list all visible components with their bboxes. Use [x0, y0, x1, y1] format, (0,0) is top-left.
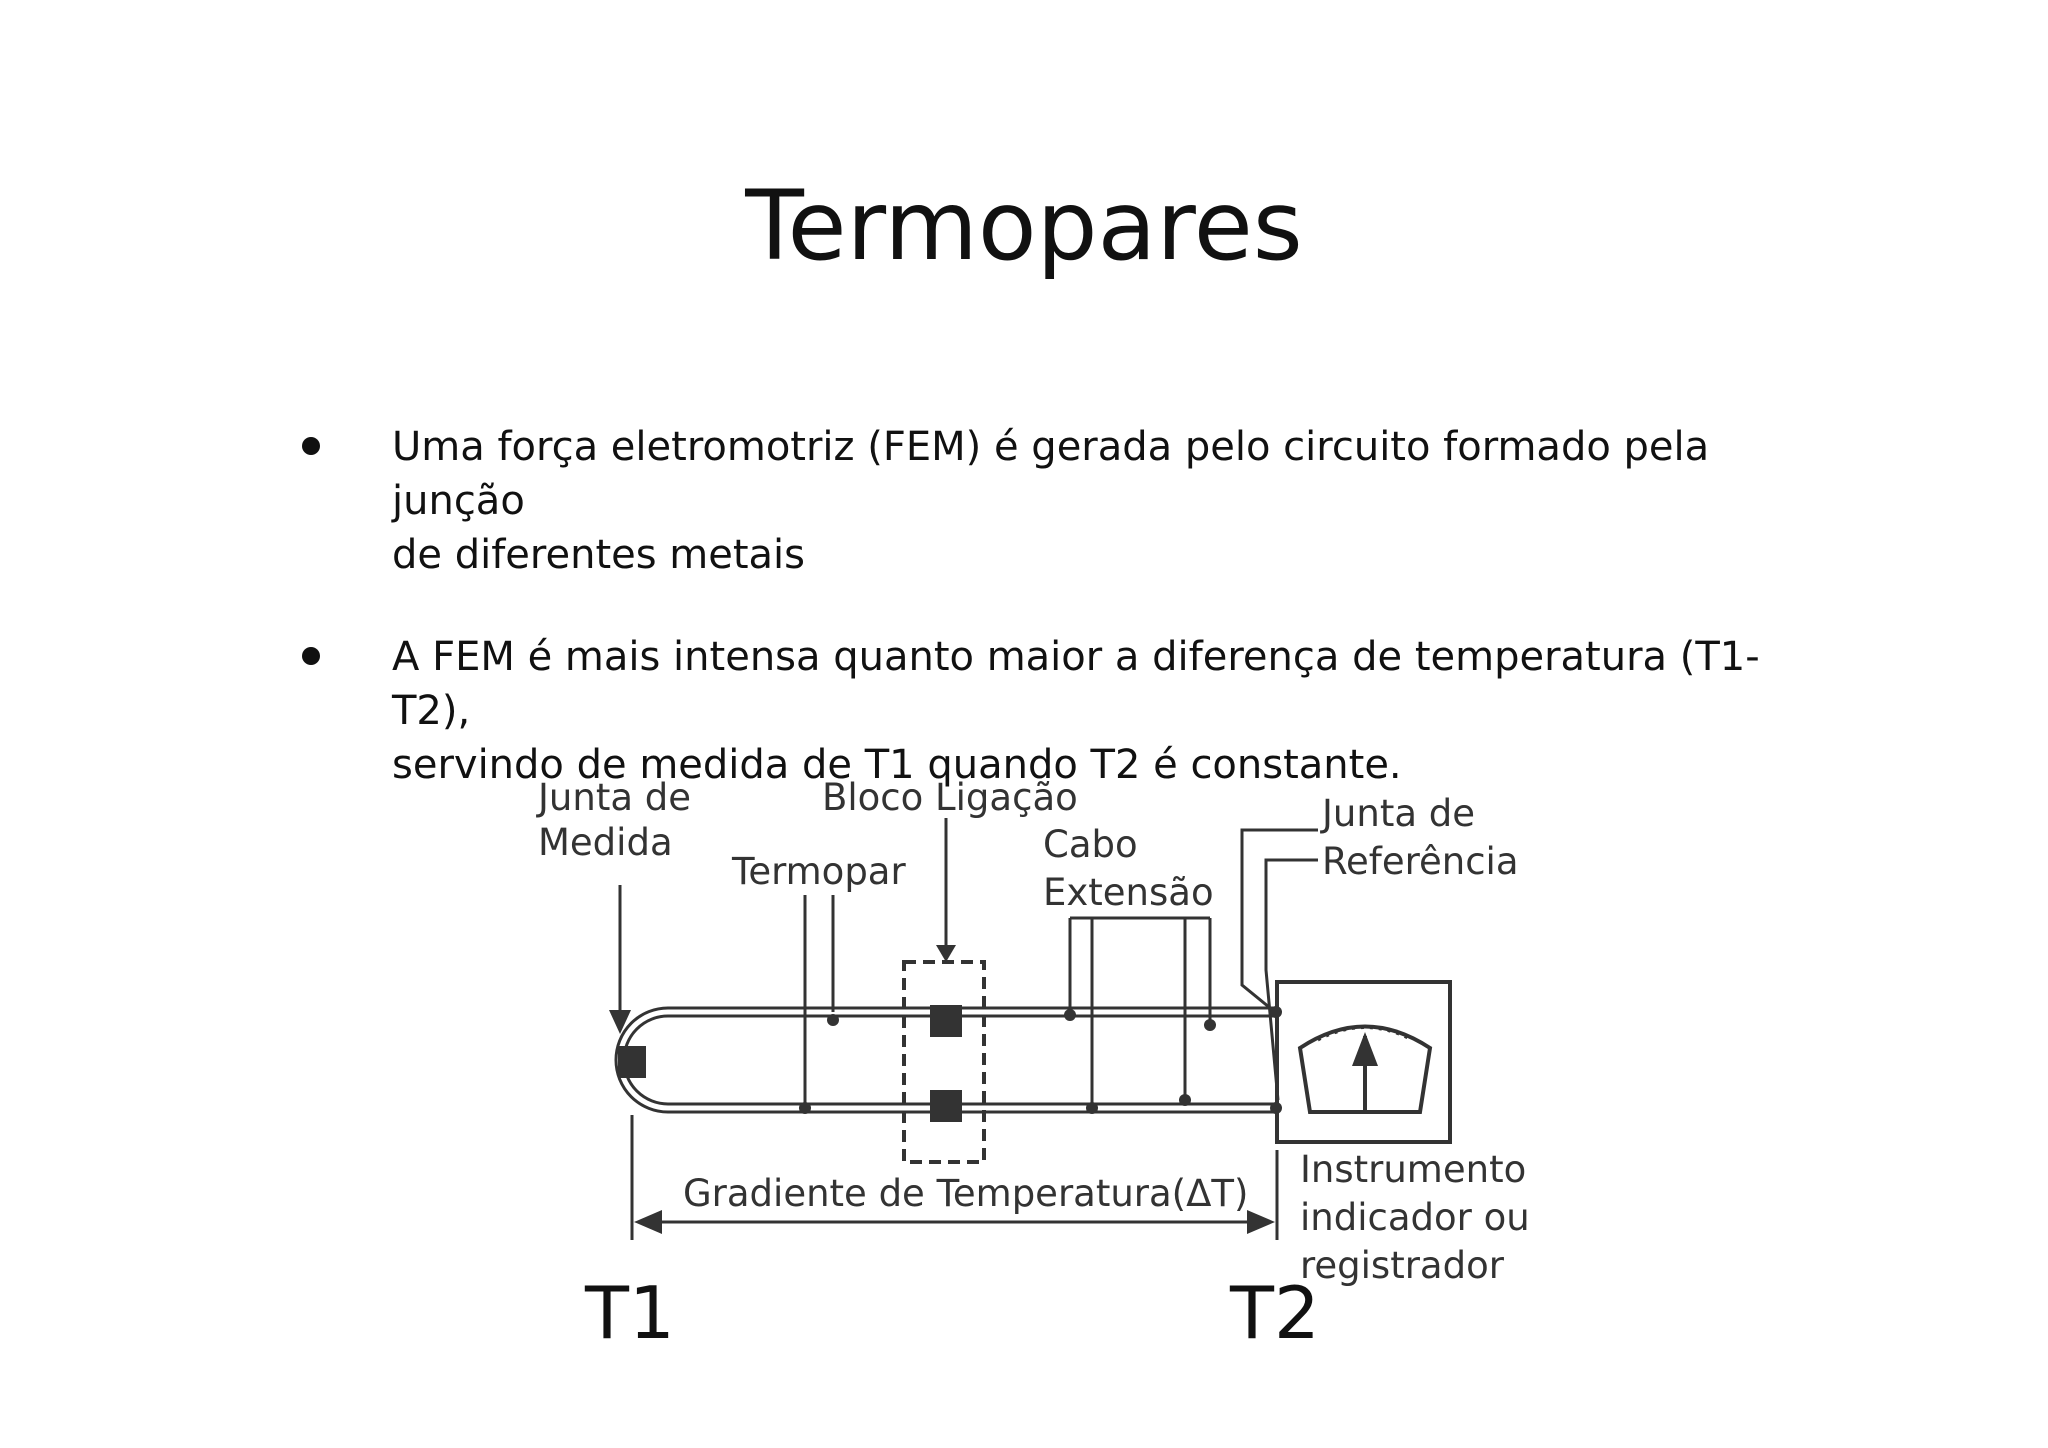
slide-title: Termopares [745, 170, 1303, 282]
bullet-dot-icon [302, 437, 320, 455]
meter-scale-icon [1317, 1026, 1413, 1042]
junta-medida-block [618, 1046, 646, 1078]
bloco-ligacao-label: Bloco Ligação [822, 776, 1078, 819]
contact-dot [799, 1102, 811, 1114]
bloco-arrowhead-icon [936, 945, 956, 962]
gradiente-label: Gradiente de Temperatura(ΔT) [683, 1172, 1248, 1215]
gradient-arrowhead-left-icon [634, 1210, 662, 1234]
bloco-ligacao-upper [930, 1005, 962, 1037]
contact-dot [1270, 1006, 1282, 1018]
referencia-leader-2 [1264, 858, 1318, 1101]
gradient-arrowhead-right-icon [1247, 1210, 1275, 1234]
contact-dot [1064, 1009, 1076, 1021]
cabo-extensao-label-1: Cabo [1043, 823, 1138, 866]
termopar-label: Termopar [731, 850, 906, 893]
t2-label: T2 [1229, 1271, 1320, 1355]
cabo-extensao-label-2: Extensão [1043, 871, 1214, 914]
meter-arrowhead-icon [1352, 1032, 1378, 1066]
contact-dot [827, 1014, 839, 1026]
contact-dot [1179, 1094, 1191, 1106]
t1-label: T1 [584, 1271, 675, 1355]
junta-medida-label-1: Junta de [536, 776, 691, 819]
junta-medida-label-2: Medida [538, 821, 673, 864]
bullet-text-line: Uma força eletromotriz (FEM) é gerada pe… [392, 424, 1710, 524]
contact-dot [1086, 1102, 1098, 1114]
bullet-text-line: A FEM é mais intensa quanto maior a dife… [392, 634, 1760, 734]
junta-medida-arrowhead-icon [609, 1010, 631, 1034]
bloco-ligacao-box [902, 960, 986, 1164]
bloco-ligacao-lower [930, 1090, 962, 1122]
contact-dot [1204, 1019, 1216, 1031]
bullet-item: A FEM é mais intensa quanto maior a dife… [300, 630, 1820, 792]
instrumento-label-2: indicador ou [1300, 1196, 1530, 1239]
referencia-leader-1 [1240, 828, 1318, 1014]
instrumento-label-1: Instrumento [1300, 1148, 1526, 1191]
junta-referencia-label-1: Junta de [1320, 792, 1475, 835]
contact-dot [1270, 1102, 1282, 1114]
bullet-dot-icon [302, 647, 320, 665]
junta-referencia-label-2: Referência [1322, 840, 1519, 883]
bullet-text-line: de diferentes metais [392, 532, 806, 578]
bullet-list: Uma força eletromotriz (FEM) é gerada pe… [300, 420, 1820, 840]
bullet-text-line: servindo de medida de T1 quando T2 é con… [392, 742, 1402, 788]
instrumento-label-3: registrador [1300, 1244, 1505, 1287]
instrument-box [1275, 980, 1452, 1144]
bullet-item: Uma força eletromotriz (FEM) é gerada pe… [300, 420, 1820, 582]
